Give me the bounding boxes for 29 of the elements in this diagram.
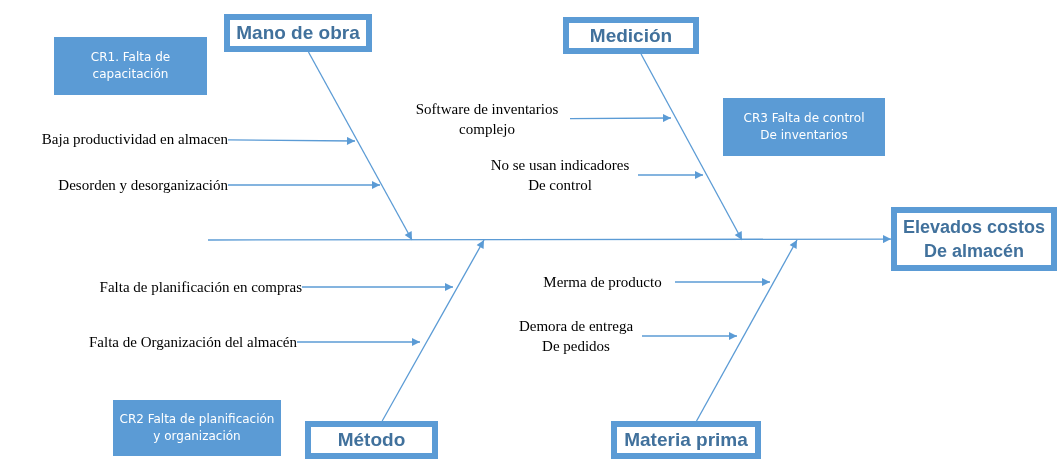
cause-text: Falta de Organización del almacén [40, 331, 297, 353]
arrow [227, 181, 381, 189]
cause-text: Merma de producto [530, 271, 675, 293]
cause-text: Desorden y desorganización [6, 174, 228, 196]
arrow [640, 53, 743, 241]
arrow [641, 332, 738, 340]
arrow [569, 114, 672, 123]
arrow [695, 239, 798, 422]
arrow [296, 338, 421, 346]
cause-text: Demora de entrega De pedidos [510, 315, 642, 357]
arrow [307, 51, 413, 241]
note-box: CR3 Falta de control De inventarios [723, 98, 885, 156]
cause-text: Falta de planificación en compras [40, 276, 302, 298]
note-box: CR2 Falta de planificación y organización [113, 400, 281, 456]
arrow [227, 136, 356, 145]
effect-box: Elevados costos De almacén [891, 207, 1057, 271]
arrow [301, 283, 454, 291]
arrow [674, 278, 771, 286]
category-box: Medición [563, 17, 699, 54]
category-box: Mano de obra [224, 14, 372, 52]
arrow [637, 171, 704, 179]
cause-text: Software de inventarios complejo [404, 98, 570, 140]
spine-arrow [207, 235, 892, 244]
category-box: Materia prima [611, 421, 761, 459]
arrow [381, 239, 485, 422]
cause-text: No se usan indicadores De control [482, 154, 638, 196]
cause-text: Baja productividad en almacen [6, 128, 228, 150]
note-box: CR1. Falta de capacitación [54, 37, 207, 95]
category-box: Método [305, 421, 438, 459]
